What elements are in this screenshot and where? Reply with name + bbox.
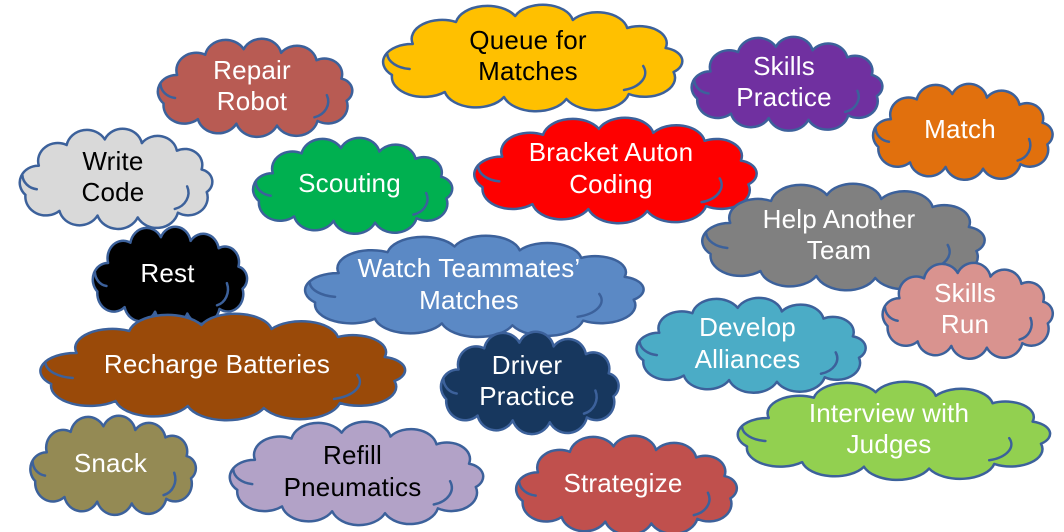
cloud-strategize: Strategize [505, 437, 741, 532]
cloud-scouting: Scouting [243, 139, 456, 229]
cloud-match: Match [864, 85, 1056, 175]
cloud-shape-icon [432, 333, 622, 429]
cloud-shape-icon [243, 139, 456, 229]
cloud-shape-icon [10, 130, 216, 224]
cloud-interview-with-judges: Interview with Judges [722, 383, 1056, 475]
cloud-shape-icon [148, 40, 356, 132]
cloud-shape-icon [874, 264, 1056, 354]
cloud-repair-robot: Repair Robot [148, 40, 356, 132]
cloud-develop-alliances: Develop Alliances [625, 299, 870, 388]
cloud-skills-run: Skills Run [874, 264, 1056, 354]
cloud-write-code: Write Code [10, 130, 216, 224]
cloud-shape-icon [85, 228, 250, 320]
cloud-shape-icon [368, 6, 688, 106]
cloud-skills-practice: Skills Practice [682, 38, 886, 126]
cloud-shape-icon [460, 119, 762, 218]
cloud-shape-icon [288, 237, 650, 332]
cloud-rest: Rest [85, 228, 250, 320]
cloud-shape-icon [22, 315, 412, 415]
cloud-shape-icon [864, 85, 1056, 175]
cloud-recharge-batteries: Recharge Batteries [22, 315, 412, 415]
cloud-shape-icon [217, 423, 488, 520]
cloud-shape-icon [625, 299, 870, 388]
cloud-shape-icon [722, 383, 1056, 475]
cloud-refill-pneumatics: Refill Pneumatics [217, 423, 488, 520]
cloud-shape-icon [22, 417, 199, 510]
cloud-queue-for-matches: Queue for Matches [368, 6, 688, 106]
cloud-driver-practice: Driver Practice [432, 333, 622, 429]
cloud-snack: Snack [22, 417, 199, 510]
cloud-shape-icon [682, 38, 886, 126]
cloud-shape-icon [688, 185, 990, 285]
cloud-shape-icon [505, 437, 741, 532]
